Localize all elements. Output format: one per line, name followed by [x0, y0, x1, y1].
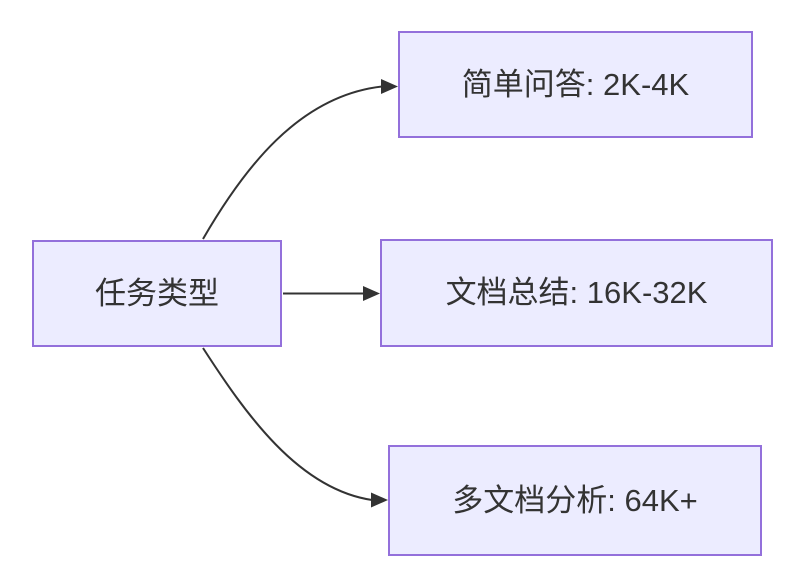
node-doc-summary: 文档总结: 16K-32K [380, 239, 773, 347]
edge-line [202, 347, 373, 501]
edge-root-to-middle [283, 286, 380, 301]
node-task-type-label: 任务类型 [95, 275, 219, 311]
node-doc-summary-label: 文档总结: 16K-32K [445, 275, 708, 311]
arrowhead-icon [371, 492, 388, 508]
arrowhead-icon [363, 286, 380, 301]
edge-line [202, 85, 383, 240]
node-multi-doc-analysis-label: 多文档分析: 64K+ [452, 482, 698, 518]
node-task-type: 任务类型 [32, 240, 282, 347]
arrowhead-icon [381, 79, 398, 94]
node-simple-qa: 简单问答: 2K-4K [398, 31, 753, 138]
edge-root-to-top [202, 79, 398, 240]
node-multi-doc-analysis: 多文档分析: 64K+ [388, 445, 762, 556]
node-simple-qa-label: 简单问答: 2K-4K [461, 66, 690, 102]
edge-root-to-bottom [202, 347, 388, 508]
